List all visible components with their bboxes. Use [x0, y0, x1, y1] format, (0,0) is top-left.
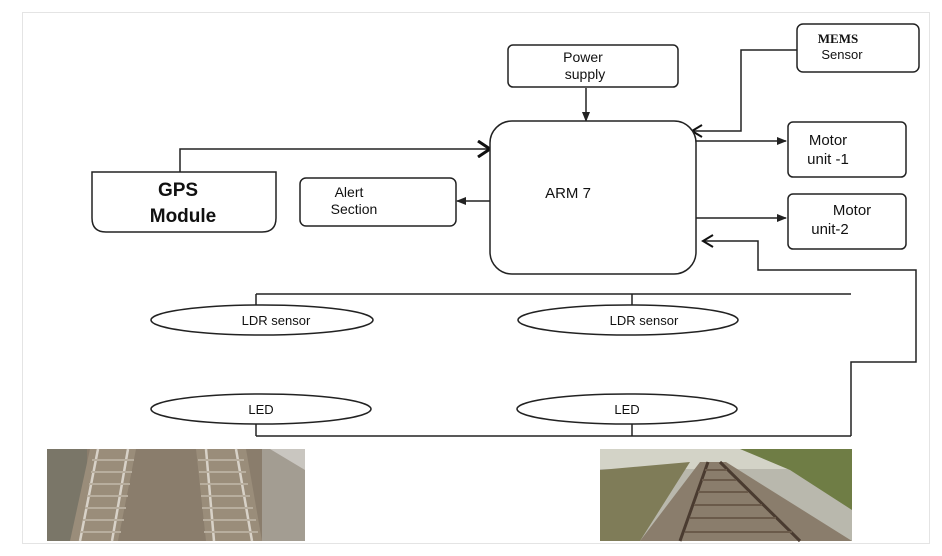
motor-unit-1-label-line2: unit -1 — [807, 151, 849, 168]
double-railway-track-photo — [47, 448, 305, 542]
led-right-label: LED — [614, 402, 639, 417]
mems-sensor-label-line2: Sensor — [821, 47, 863, 62]
alert-section-label-line1: Alert — [335, 184, 364, 200]
motor-unit-2-label-line1: Motor — [833, 202, 871, 219]
gps-module-label-line1: GPS — [158, 180, 198, 201]
motor-unit-2-label-line2: unit-2 — [811, 221, 849, 238]
motor-unit-1-label-line1: Motor — [809, 132, 847, 149]
connectors — [179, 49, 917, 437]
led-right-block: LED — [516, 393, 738, 425]
arm7-label: ARM 7 — [545, 185, 591, 202]
led-left-block: LED — [150, 393, 372, 425]
ldr-sensor-right-block: LDR sensor — [517, 304, 739, 336]
mems-to-arm-arrow — [690, 49, 797, 138]
gps-to-arm-arrow — [179, 149, 490, 172]
mems-sensor-block: MEMS Sensor — [796, 23, 920, 73]
arm7-block: ARM 7 — [489, 120, 697, 275]
gps-module-block: GPS Module — [91, 171, 277, 233]
ldr-sensor-right-label: LDR sensor — [610, 313, 679, 328]
ldr-sensor-left-label: LDR sensor — [242, 313, 311, 328]
motor-unit-1-block: Motor unit -1 — [787, 121, 907, 178]
ldr-sensor-left-block: LDR sensor — [150, 304, 374, 336]
gps-module-label-line2: Module — [150, 206, 217, 227]
power-supply-block: Power supply — [507, 44, 679, 88]
power-supply-label-line2: supply — [565, 66, 605, 82]
mems-sensor-label-line1: MEMS — [818, 31, 858, 46]
motor-unit-2-block: Motor unit-2 — [787, 193, 907, 250]
alert-section-label-line2: Section — [331, 201, 378, 217]
sensor-feedback-arrow — [701, 234, 917, 436]
alert-section-block: Alert Section — [299, 177, 457, 227]
power-supply-label-line1: Power — [563, 49, 603, 65]
single-railway-track-photo — [600, 449, 852, 543]
led-left-label: LED — [248, 402, 273, 417]
